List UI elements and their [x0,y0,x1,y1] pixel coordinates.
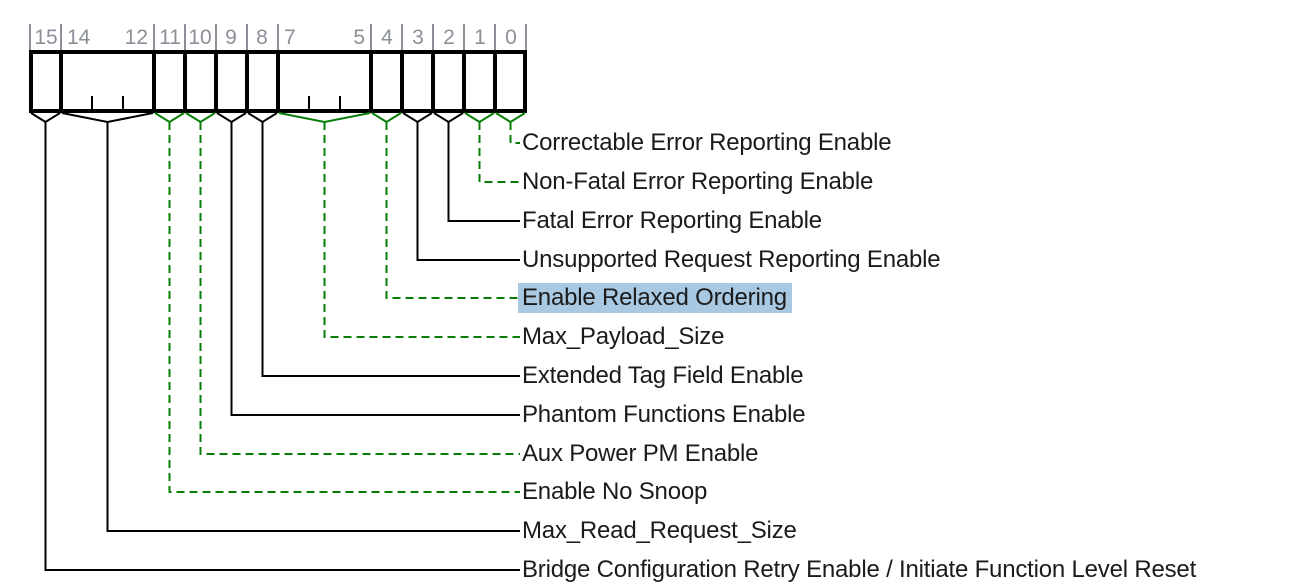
field-label-text: Non-Fatal Error Reporting Enable [522,168,874,195]
field-label-bit3: Unsupported Request Reporting Enable [522,244,941,276]
connector-bits14-12 [106,122,520,532]
field-label-text: Enable No Snoop [522,478,708,505]
brace-bit2 [433,112,464,124]
field-label-text: Unsupported Request Reporting Enable [522,246,941,273]
multibit-inner-ticks [91,96,341,112]
bit-number-5: 5 [353,26,365,49]
connector-bit15 [44,122,520,571]
brace-bit4 [371,112,402,124]
bit-number-11: 11 [159,26,181,49]
field-label-text: Max_Read_Request_Size [522,517,797,544]
bit-number-9: 9 [225,26,237,49]
bit-number-14: 14 [67,26,91,49]
field-label-bit11: Enable No Snoop [522,476,707,508]
bit-numbers: 15 14 12 11 10 9 8 7 5 4 3 2 1 0 [34,26,517,49]
field-label-bit2: Fatal Error Reporting Enable [522,205,822,237]
brace-bit3 [402,112,433,124]
connector-bit9 [230,122,520,416]
brace-bit8 [247,112,278,124]
brace-bits14-12 [61,112,154,124]
field-label-bit1: Non-Fatal Error Reporting Enable [522,166,873,198]
field-label-text: Fatal Error Reporting Enable [522,207,822,234]
bit-number-4: 4 [381,26,393,49]
brace-bit11 [154,112,185,124]
brace-bit0 [495,112,526,124]
bit-number-1: 1 [474,26,486,49]
field-label-text-selected: Enable Relaxed Ordering [518,283,792,313]
brace-bit1 [464,112,495,124]
connector-bits7-5 [323,122,520,338]
field-label-text: Aux Power PM Enable [522,440,759,467]
connector-bit3 [416,122,520,261]
field-label-text: Max_Payload_Size [522,323,725,350]
cell-dividers [59,52,497,111]
bit-number-3: 3 [412,26,424,49]
field-label-text: Extended Tag Field Enable [522,362,804,389]
brace-bits7-5 [278,112,371,124]
field-label-bit10: Aux Power PM Enable [522,438,759,470]
connector-bit11 [168,122,520,493]
connector-bit2 [447,122,520,222]
field-braces [30,112,526,124]
connector-bit4 [385,122,520,299]
field-label-bit9: Phantom Functions Enable [522,399,806,431]
bit-number-7: 7 [284,26,296,49]
field-label-text: Bridge Configuration Retry Enable / Init… [522,556,1197,583]
bit-number-0: 0 [505,26,517,49]
field-label-bit4: Enable Relaxed Ordering [518,282,792,314]
connector-bit1 [478,122,520,183]
brace-bit10 [185,112,216,124]
connector-bit8 [261,122,520,377]
bit-number-10: 10 [188,26,211,49]
field-label-bits7-5: Max_Payload_Size [522,321,724,353]
brace-bit15 [30,112,61,124]
bit-number-15: 15 [34,26,57,49]
field-label-bit8: Extended Tag Field Enable [522,360,804,392]
field-label-bit0: Correctable Error Reporting Enable [522,127,892,159]
top-bit-ticks [29,24,527,50]
brace-bit9 [216,112,247,124]
bit-number-2: 2 [443,26,455,49]
bit-number-8: 8 [256,26,268,49]
connector-bit10 [199,122,520,455]
connector-lines [44,122,520,571]
field-label-text: Phantom Functions Enable [522,401,806,428]
bit-number-12: 12 [125,26,148,49]
field-label-text: Correctable Error Reporting Enable [522,129,892,156]
connector-bit0 [509,122,520,144]
field-label-bit15: Bridge Configuration Retry Enable / Init… [522,554,1196,586]
field-label-bits14-12: Max_Read_Request_Size [522,515,797,547]
